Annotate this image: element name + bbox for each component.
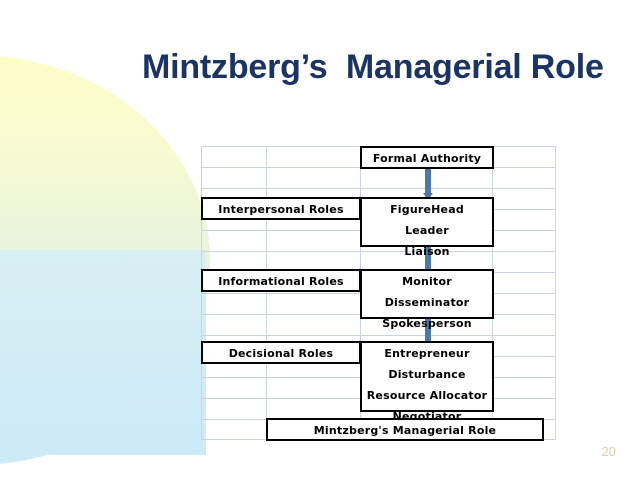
box-line: Decisional Roles — [228, 347, 334, 360]
grid-line-h — [201, 188, 556, 189]
page-title: Mintzberg’s Managerial Role — [142, 48, 604, 86]
box-line: Resource Allocator — [366, 389, 488, 402]
box-informational-role-items[interactable]: Monitor Disseminator Spokesperson — [360, 269, 494, 330]
grid-line-v — [266, 146, 267, 440]
box-line: Informational Roles — [218, 275, 344, 288]
box-line: Spokesperson — [382, 317, 472, 330]
grid-line-v — [201, 146, 202, 440]
box-line: Formal Authority — [372, 152, 482, 165]
box-formal-authority[interactable]: Formal Authority — [360, 146, 494, 169]
box-line: Interpersonal Roles — [218, 203, 344, 216]
grid-line-v — [555, 146, 556, 440]
background-gradient-ellipse — [0, 55, 210, 465]
box-line: Liaison — [404, 245, 450, 258]
grid-line-h — [201, 335, 556, 336]
grid-line-h — [201, 251, 556, 252]
slide-number: 20 — [601, 444, 616, 459]
box-line: Entrepreneur — [384, 347, 470, 360]
box-decisional-role-items[interactable]: Entrepreneur Disturbance Resource Alloca… — [360, 341, 494, 423]
box-line: FigureHead — [390, 203, 464, 216]
box-line: Disturbance — [388, 368, 466, 381]
box-decisional-roles[interactable]: Decisional Roles — [201, 341, 361, 364]
box-interpersonal-roles[interactable]: Interpersonal Roles — [201, 197, 361, 220]
box-informational-roles[interactable]: Informational Roles — [201, 269, 361, 292]
background-gradient-fill — [0, 250, 206, 455]
box-mintzbergs-managerial-role[interactable]: Mintzberg's Managerial Role — [266, 418, 544, 441]
box-interpersonal-role-items[interactable]: FigureHead Leader Liaison — [360, 197, 494, 258]
box-line: Monitor — [402, 275, 452, 288]
box-line: Leader — [405, 224, 449, 237]
box-line: Mintzberg's Managerial Role — [313, 424, 497, 437]
box-line: Disseminator — [384, 296, 470, 309]
